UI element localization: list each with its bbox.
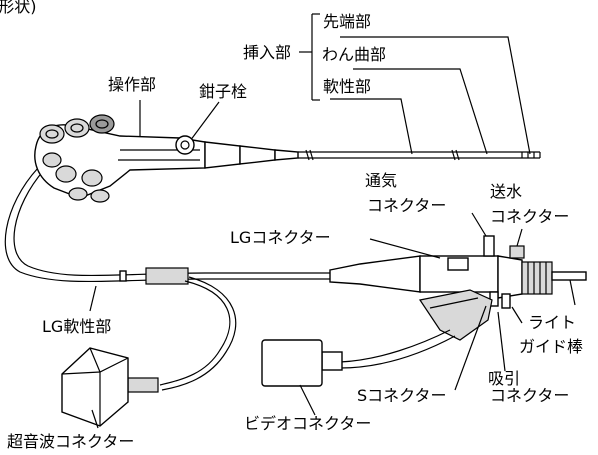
- video-cable: [339, 329, 451, 363]
- label-forceps-plug: 鉗子栓: [199, 82, 247, 101]
- control-section: [34, 114, 276, 203]
- insertion-tube: [274, 149, 541, 161]
- label-light-guide-2: ガイド棒: [519, 337, 583, 356]
- cable-joint: [145, 267, 189, 285]
- label-air-connector: コネクター: [367, 196, 446, 215]
- label-water-connector: コネクター: [490, 207, 569, 226]
- label-air: 通気: [365, 171, 397, 190]
- label-light-guide-1: ライト: [528, 313, 576, 332]
- label-ultrasound-connector: 超音波コネクター: [7, 432, 134, 451]
- label-lg-flexible: LG軟性部: [42, 317, 111, 336]
- label-water-feed: 送水: [490, 182, 522, 201]
- label-s-connector: Sコネクター: [357, 386, 447, 405]
- leader-lines-top: [139, 36, 531, 155]
- ultrasound-connector-body: [61, 347, 159, 427]
- label-lg-connector: LGコネクター: [230, 228, 331, 247]
- label-tip: 先端部: [323, 12, 371, 31]
- label-flexible: 軟性部: [323, 77, 371, 96]
- insertion-bracket: [299, 13, 320, 101]
- leader-lines-bottom: [89, 212, 576, 429]
- label-suction: 吸引: [488, 369, 520, 388]
- video-connector-body: [261, 339, 343, 387]
- label-suction-connector: コネクター: [490, 386, 569, 405]
- label-bending: わん曲部: [322, 45, 386, 64]
- label-video-connector: ビデオコネクター: [244, 414, 371, 433]
- ultrasound-cable: [159, 280, 231, 386]
- lg-connector-body: [329, 235, 587, 341]
- label-insertion: 挿入部: [243, 43, 291, 62]
- label-control: 操作部: [108, 75, 156, 94]
- header-partial: (形状): [0, 0, 37, 16]
